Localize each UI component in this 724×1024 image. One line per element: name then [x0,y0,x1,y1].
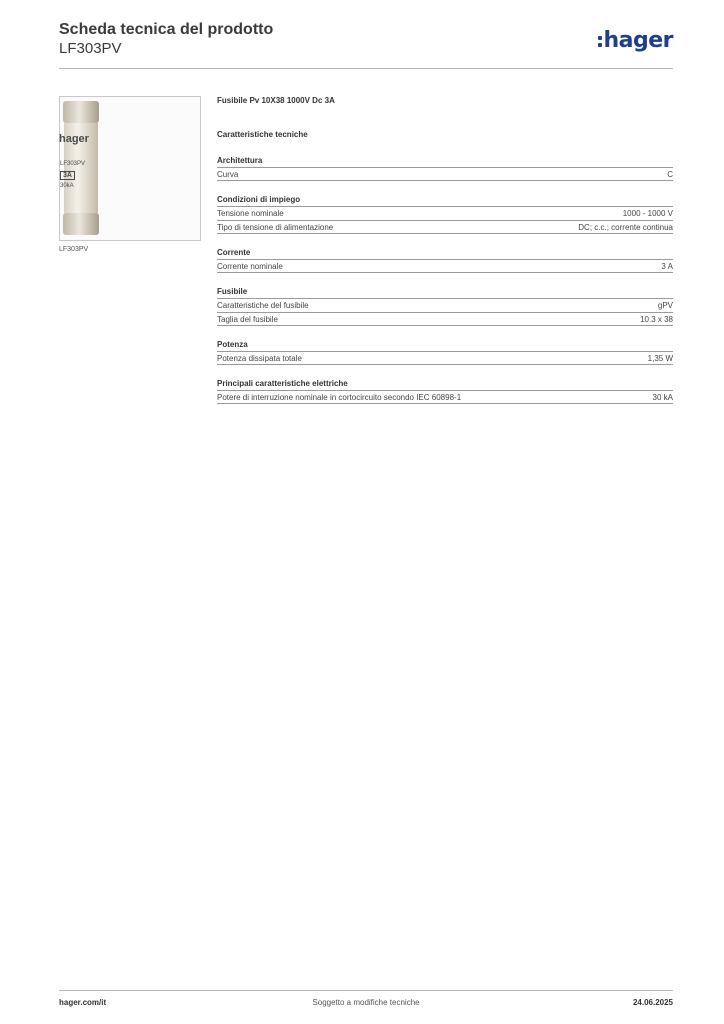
group-title-corrente: Corrente [217,248,251,257]
spec-value: gPV [657,301,673,310]
spec-value: C [667,170,673,179]
footer-divider [59,990,673,991]
spec-row: Caratteristiche del fusibile gPV [217,298,673,312]
image-caption: LF303PV [59,246,89,253]
fuse-bottom-cap [63,213,99,235]
spec-value: 1,35 W [647,354,673,363]
spec-key: Caratteristiche del fusibile [217,301,309,310]
product-code: LF303PV [59,40,122,57]
page-title: Scheda tecnica del prodotto [59,21,274,38]
spec-value: 10.3 x 38 [640,315,673,324]
spec-row: Taglia del fusibile 10.3 x 38 [217,312,673,326]
page-header: Scheda tecnica del prodotto LF303PV hage… [59,20,673,70]
group-title-potenza: Potenza [217,340,248,349]
fuse-label-breaking: 30kA [60,183,74,189]
footer-website-link[interactable]: hager.com/it [59,998,107,1007]
group-title-fusibile: Fusibile [217,287,248,296]
spec-key: Corrente nominale [217,262,283,271]
spec-value: DC; c.c.; corrente continua [578,223,673,232]
spec-key: Tensione nominale [217,209,284,218]
spec-key: Tipo di tensione di alimentazione [217,223,334,232]
group-title-elettriche: Principali caratteristiche elettriche [217,379,348,388]
product-title: Fusibile Pv 10X38 1000V Dc 3A [217,96,335,105]
group-title-architettura: Architettura [217,156,263,165]
fuse-label-brand: hager [59,133,89,145]
header-divider [59,68,673,69]
page-footer: Soggetto a modifiche tecniche hager.com/… [59,998,673,1010]
spec-row: Tipo di tensione di alimentazione DC; c.… [217,220,673,234]
spec-value: 30 kA [652,393,673,402]
logo-text: hager [603,28,673,53]
spec-value: 1000 - 1000 V [622,209,673,218]
footer-date: 24.06.2025 [632,998,673,1007]
spec-value: 3 A [661,262,673,271]
spec-row: Potere di interruzione nominale in corto… [217,390,673,404]
hager-logo: hager [598,28,673,53]
logo-colon-icon [598,33,603,50]
spec-key: Taglia del fusibile [217,315,278,324]
spec-key: Potenza dissipata totale [217,354,302,363]
fuse-top-cap [63,101,99,123]
spec-row: Curva C [217,167,673,181]
spec-key: Potere di interruzione nominale in corto… [217,393,462,402]
spec-key: Curva [217,170,239,179]
product-image: hager LF303PV 3A 30kA [59,96,201,241]
group-title-condizioni: Condizioni di impiego [217,195,301,204]
fuse-label-code: LF303PV [60,161,86,167]
spec-row: Tensione nominale 1000 - 1000 V [217,206,673,220]
section-heading: Caratteristiche tecniche [217,130,308,139]
fuse-label-rating: 3A [60,171,75,180]
fuse-image-icon: hager LF303PV 3A 30kA [59,101,99,235]
spec-row: Potenza dissipata totale 1,35 W [217,351,673,365]
fuse-body [64,123,98,213]
spec-row: Corrente nominale 3 A [217,259,673,273]
footer-note: Soggetto a modifiche tecniche [312,998,420,1007]
